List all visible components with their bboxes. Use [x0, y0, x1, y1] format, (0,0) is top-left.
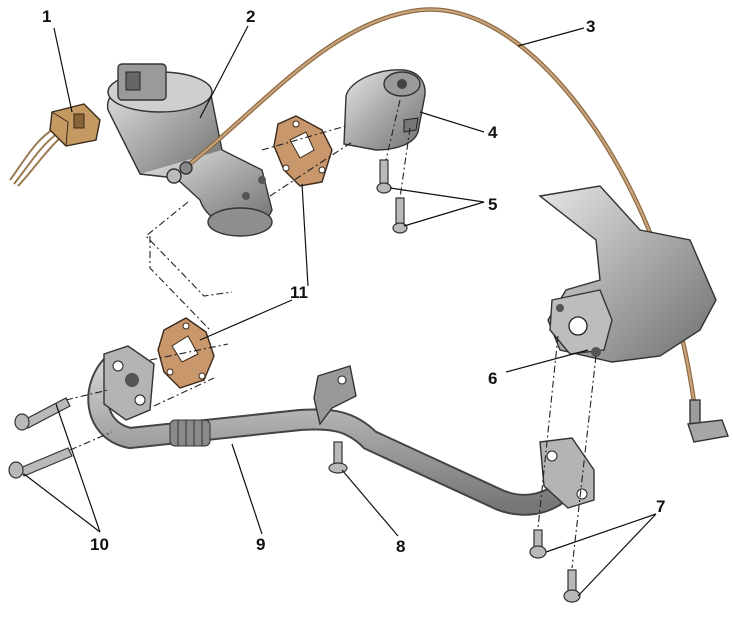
bolt-upper-2	[392, 197, 408, 234]
bolt-left-1	[14, 397, 71, 431]
leader-lines	[23, 25, 657, 597]
egr-valve	[106, 63, 273, 237]
egr-pipe	[87, 345, 595, 516]
callout-11: 11	[290, 283, 308, 302]
callout-3: 3	[586, 17, 595, 36]
assembly-lines	[65, 99, 597, 569]
callout-2: 2	[246, 7, 255, 26]
callout-1: 1	[42, 7, 51, 26]
callout-8: 8	[396, 537, 405, 556]
callout-7: 7	[656, 497, 665, 516]
valve-cover	[343, 69, 426, 151]
bolt-lower-2	[563, 569, 581, 603]
manifold-casting	[538, 185, 717, 363]
bolt-left-2	[8, 447, 73, 479]
pipe-bracket	[313, 365, 357, 426]
callout-9: 9	[256, 535, 265, 554]
callout-5: 5	[488, 195, 497, 214]
pipe-bellows	[169, 419, 211, 447]
connector-plug	[9, 103, 101, 187]
pipe-flange-left	[103, 345, 155, 421]
callout-10: 10	[90, 535, 109, 554]
callout-6: 6	[488, 369, 497, 388]
callout-labels: 1 2 3 4 5 6 7 8 9 10 11	[42, 7, 665, 556]
bolt-upper-1	[376, 159, 392, 194]
gasket-upper	[273, 115, 333, 187]
bolt-bracket	[328, 441, 348, 474]
callout-4: 4	[488, 123, 498, 142]
bolt-lower-1	[529, 529, 547, 559]
